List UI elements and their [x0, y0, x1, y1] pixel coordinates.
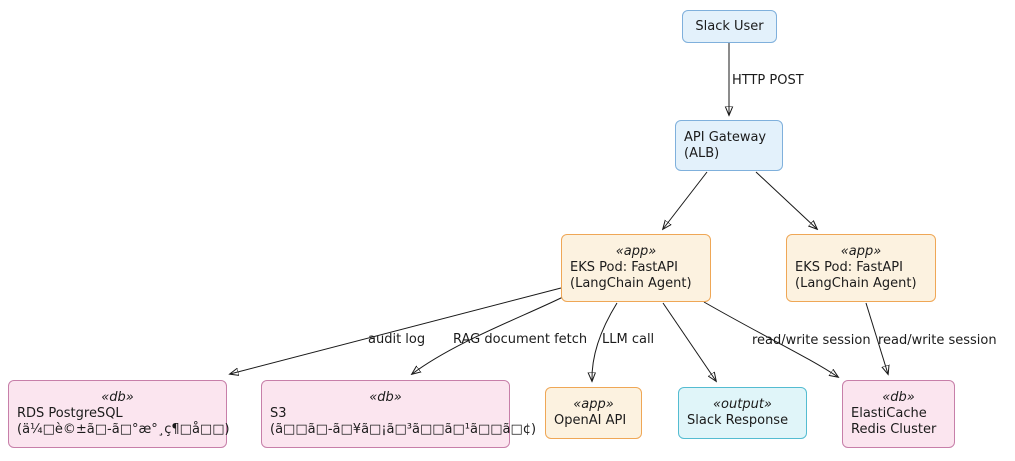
- edge-eks-pod-1-to-elasticache: [703, 301, 838, 377]
- node-elasticache-label: ElastiCache: [851, 406, 927, 421]
- node-eks-pod-2-label: EKS Pod: FastAPI: [795, 260, 903, 275]
- node-rds-stereotype: «db»: [101, 390, 134, 405]
- node-eks-pod-1-stereotype: «app»: [615, 244, 657, 259]
- node-s3: «db» S3 (ã□□ã□-ã□¥ã□¡ã□³ã□□ã□¹ã□□ã□¢): [261, 380, 537, 448]
- node-api-gateway-sublabel: (ALB): [684, 145, 720, 161]
- node-slack-response-label: Slack Response: [687, 413, 789, 428]
- node-slack-user-label: Slack User: [695, 18, 764, 34]
- node-eks-pod-1-sublabel: (LangChain Agent): [570, 276, 692, 291]
- edge-api-gateway-to-eks-pod-1: [663, 171, 708, 229]
- node-elasticache-stereotype: «db»: [882, 390, 915, 405]
- node-openai-label: OpenAI API: [554, 413, 627, 428]
- edge-label-read-write-session-right: read/write session: [878, 333, 997, 348]
- node-api-gateway: API Gateway (ALB): [675, 120, 783, 171]
- edge-eks-pod-1-to-rds: [230, 287, 562, 374]
- node-slack-user: Slack User: [682, 10, 777, 43]
- edge-eks-pod-1-to-s3: [412, 296, 564, 374]
- node-elasticache-sublabel: Redis Cluster: [851, 422, 937, 437]
- node-s3-stereotype: «db»: [369, 390, 402, 405]
- node-rds-sublabel: (ä¼□è©±ã□-ã□°æ°¸ç¶□å□□): [17, 422, 230, 437]
- edge-label-llm-call: LLM call: [602, 332, 655, 347]
- edge-label-rag-document-fetch: RAG document fetch: [453, 332, 588, 347]
- node-eks-pod-1: «app» EKS Pod: FastAPI (LangChain Agent): [561, 234, 711, 302]
- edge-eks-pod-1-to-openai: [592, 302, 618, 381]
- node-s3-label: S3: [270, 406, 287, 421]
- node-eks-pod-2: «app» EKS Pod: FastAPI (LangChain Agent): [786, 234, 936, 302]
- node-eks-pod-2-stereotype: «app»: [840, 244, 882, 259]
- edge-label-audit-log: audit log: [368, 332, 426, 347]
- node-slack-response: «output» Slack Response: [678, 387, 807, 439]
- edge-label-http-post: HTTP POST: [732, 73, 804, 88]
- node-rds-label: RDS PostgreSQL: [17, 406, 123, 421]
- edge-api-gateway-to-eks-pod-2: [755, 171, 817, 229]
- node-s3-sublabel: (ã□□ã□-ã□¥ã□¡ã□³ã□□ã□¹ã□□ã□¢): [270, 422, 537, 437]
- node-elasticache: «db» ElastiCache Redis Cluster: [842, 380, 955, 448]
- node-slack-response-stereotype: «output»: [713, 397, 772, 412]
- edge-label-read-write-session-left: read/write session: [752, 333, 871, 348]
- node-eks-pod-2-sublabel: (LangChain Agent): [795, 276, 917, 291]
- edge-eks-pod-1-to-slack-response: [662, 302, 716, 381]
- node-api-gateway-label: API Gateway: [684, 129, 767, 145]
- node-rds-postgresql: «db» RDS PostgreSQL (ä¼□è©±ã□-ã□°æ°¸ç¶□å…: [8, 380, 230, 448]
- node-openai-stereotype: «app»: [573, 397, 614, 412]
- node-openai-api: «app» OpenAI API: [545, 387, 642, 439]
- node-eks-pod-1-label: EKS Pod: FastAPI: [570, 260, 678, 275]
- edge-eks-pod-2-to-elasticache: [865, 302, 888, 374]
